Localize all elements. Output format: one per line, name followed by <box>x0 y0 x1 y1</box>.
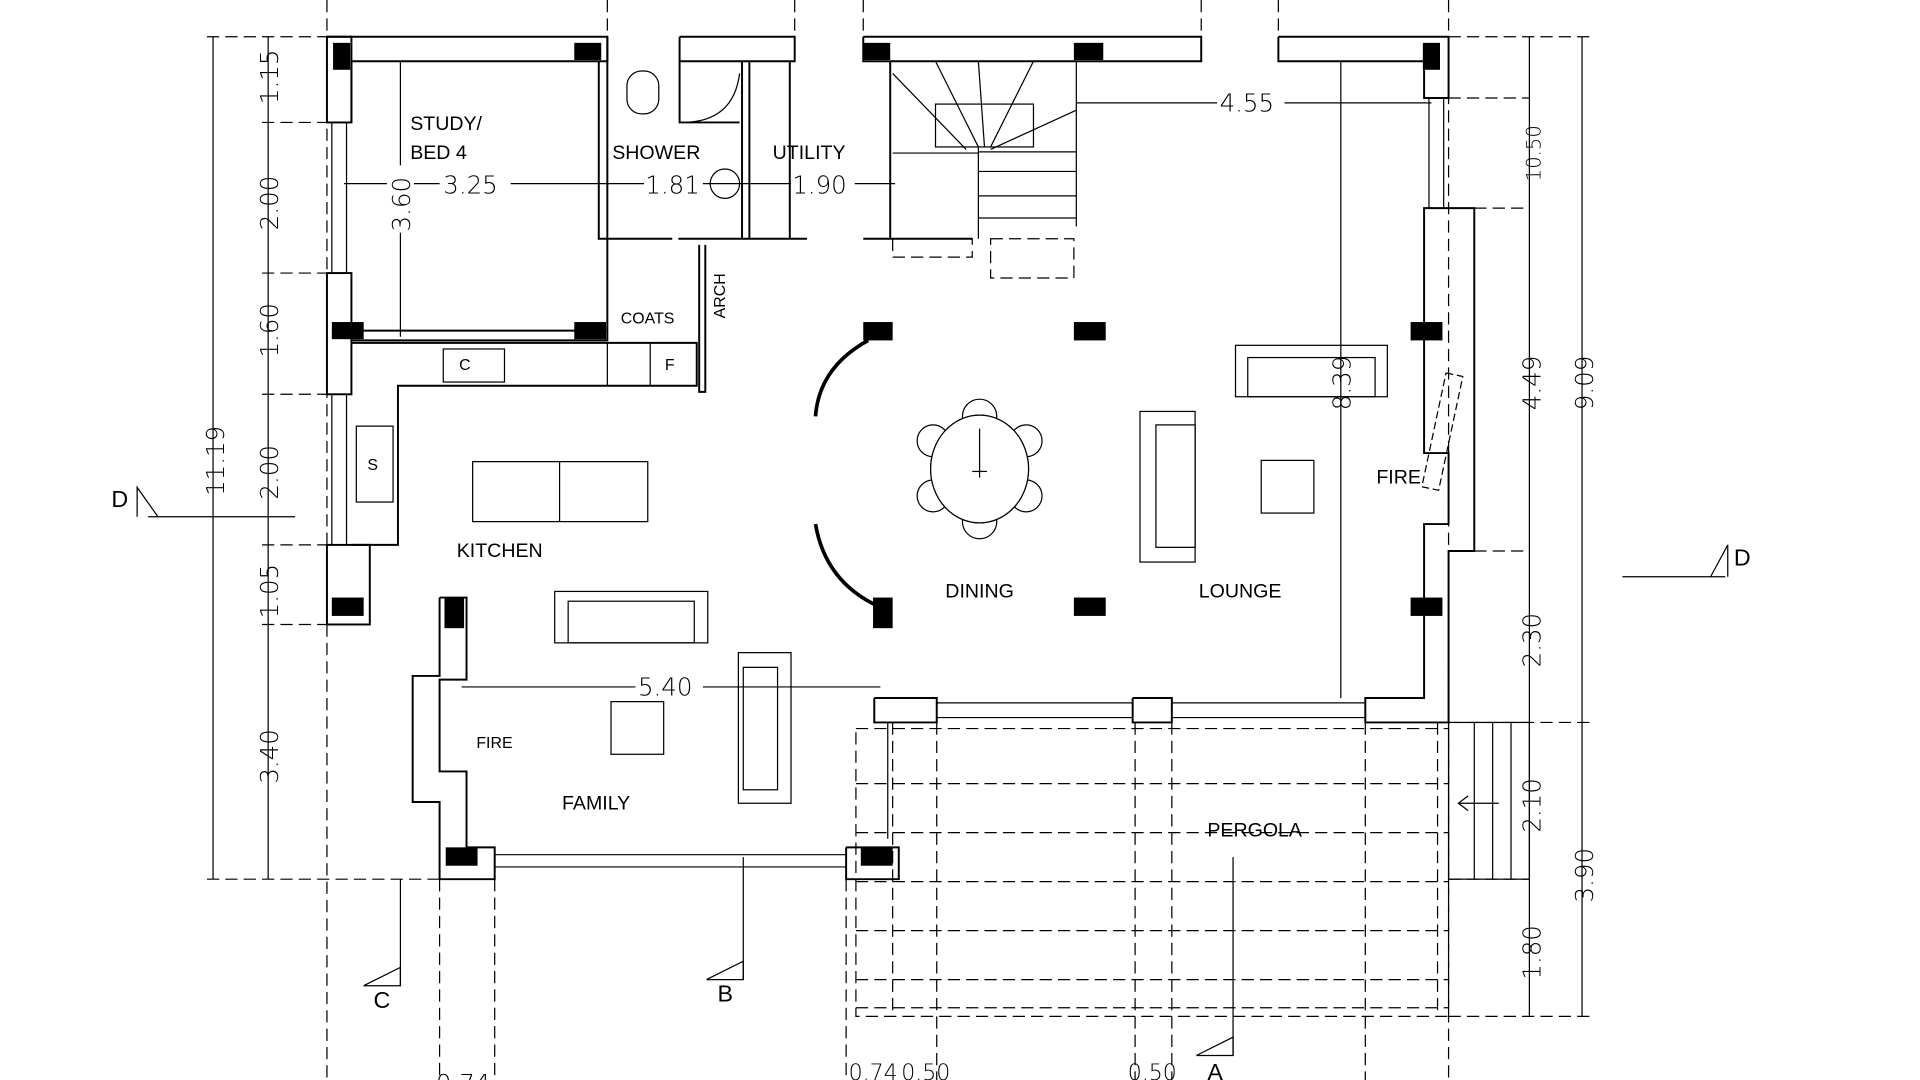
dim-overall-right-0: 9.09 <box>1570 356 1599 410</box>
room-labels: STUDY/ BED 4 SHOWER UTILITY COATS ARCH C… <box>367 113 1421 842</box>
dim-left-0: 1.15 <box>255 50 284 104</box>
section-a: A <box>1207 1059 1223 1080</box>
dimension-labels: 11.19 1.15 2.00 1.60 2.00 1.05 3.40 10.5… <box>201 50 1599 1080</box>
dim-4-55: 4.55 <box>1220 88 1274 117</box>
dim-1-81: 1.81 <box>645 170 699 199</box>
dim-8-39: 8.39 <box>1328 356 1357 410</box>
section-c: C <box>373 987 390 1013</box>
label-fire-lounge: FIRE <box>1376 467 1421 489</box>
section-b: B <box>718 981 734 1007</box>
dim-1-90: 1.90 <box>792 170 846 199</box>
columns <box>331 42 1443 866</box>
label-lounge: LOUNGE <box>1199 581 1282 603</box>
label-coats: COATS <box>621 310 675 327</box>
dim-left-2: 1.60 <box>255 303 284 357</box>
dim-overall-left: 11.19 <box>201 426 230 496</box>
label-bed4: BED 4 <box>410 142 467 164</box>
label-pergola: PERGOLA <box>1207 819 1303 841</box>
label-sink: S <box>367 457 378 474</box>
dim-left-1: 2.00 <box>255 176 284 230</box>
dim-bottom-2: 0.50 <box>901 1061 950 1080</box>
label-family: FAMILY <box>562 792 630 814</box>
dim-bottom-1: 0.74 <box>849 1061 898 1080</box>
walls <box>325 35 1476 881</box>
furniture <box>355 70 1464 804</box>
label-dining: DINING <box>945 581 1014 603</box>
dim-bottom-0: 0.74 <box>436 1069 490 1080</box>
dim-right-3: 2.10 <box>1517 778 1546 832</box>
section-d-left: D <box>111 486 128 512</box>
pergola-grid <box>855 721 1530 1017</box>
label-fridge: F <box>665 357 675 374</box>
staircase <box>892 60 1077 279</box>
section-d-right: D <box>1734 545 1751 571</box>
dim-right-2: 2.30 <box>1517 613 1546 667</box>
dim-right-0: 10.50 <box>1522 125 1545 181</box>
dim-overall-right-1: 3.90 <box>1570 848 1599 902</box>
label-cupboard: C <box>459 357 470 374</box>
dim-left-4: 1.05 <box>255 564 284 618</box>
label-study: STUDY/ <box>410 113 482 135</box>
label-fire-family: FIRE <box>476 735 512 752</box>
dim-left-5: 3.40 <box>255 729 284 783</box>
dim-5-40: 5.40 <box>638 673 692 702</box>
dim-3-60: 3.60 <box>387 177 416 231</box>
dim-right-4: 1.80 <box>1517 925 1546 979</box>
label-arch: ARCH <box>712 273 729 318</box>
dim-bottom-3: 0.50 <box>1128 1061 1177 1080</box>
label-kitchen: KITCHEN <box>457 540 543 562</box>
label-utility: UTILITY <box>773 142 846 164</box>
section-markers: D D C B A <box>111 485 1751 1080</box>
dimension-lines <box>148 36 1726 1056</box>
dim-right-1: 4.49 <box>1517 356 1546 410</box>
dim-3-25: 3.25 <box>443 170 497 199</box>
label-shower: SHOWER <box>612 142 700 164</box>
dim-left-3: 2.00 <box>255 445 284 499</box>
